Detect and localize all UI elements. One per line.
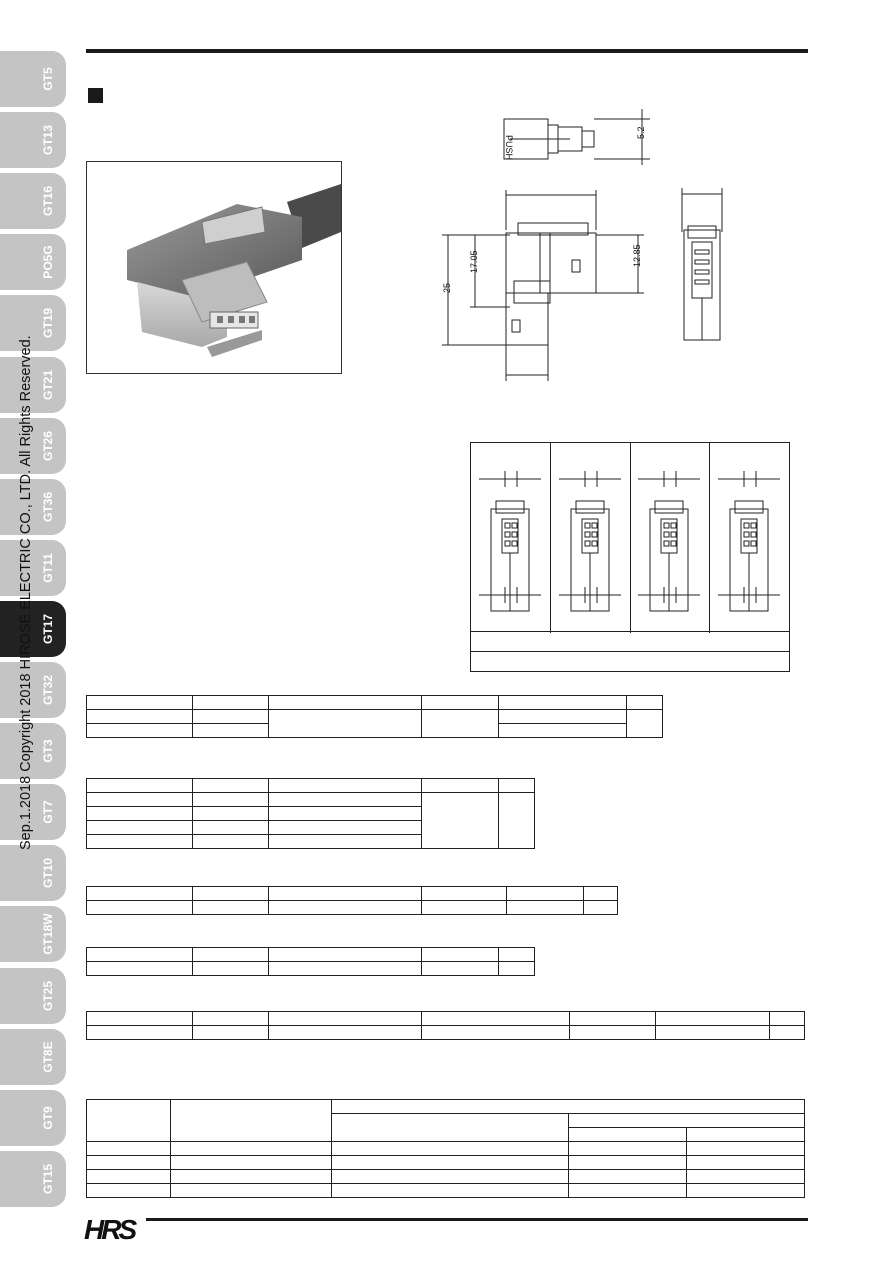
side-tab-gt8e[interactable]: GT8E: [0, 1028, 66, 1085]
side-tab-gt13[interactable]: GT13: [0, 112, 66, 169]
variant-figure-1: [471, 443, 551, 633]
section-marker: [88, 88, 103, 103]
spec-table-5: [86, 1011, 805, 1040]
side-tab-label: GT18W: [41, 913, 55, 956]
dim-overall: 25: [442, 283, 452, 293]
front-view-drawing: [681, 188, 723, 341]
side-tab-gt21[interactable]: GT21: [0, 356, 66, 413]
variant-figure-3: [630, 443, 710, 633]
side-tab-gt15[interactable]: GT15: [0, 1150, 66, 1207]
copyright-notice: Sep.1.2018 Copyright 2018 HIROSE ELECTRI…: [18, 335, 34, 850]
side-view-drawing: 25 17.05 12.85: [442, 190, 644, 381]
side-tab-gt36[interactable]: GT36: [0, 478, 66, 535]
hrs-logo: HRS: [84, 1214, 137, 1245]
side-tab-gt11[interactable]: GT11: [0, 539, 66, 596]
side-tab-label: GT7: [41, 800, 55, 824]
side-tab-label: GT36: [41, 491, 55, 522]
side-tab-gt3[interactable]: GT3: [0, 723, 66, 780]
footer-rule: [146, 1218, 808, 1221]
side-tab-gt25[interactable]: GT25: [0, 967, 66, 1024]
variant-figure-2: [551, 443, 631, 633]
side-tab-label: GT11: [41, 553, 55, 583]
side-tab-gt19[interactable]: GT19: [0, 295, 66, 352]
variant-figure-box: [470, 442, 790, 672]
variant-figure-4: [710, 443, 789, 633]
spec-table-3: [86, 886, 618, 915]
top-view-drawing: PUSH 5.2: [503, 109, 650, 165]
side-tab-gt26[interactable]: GT26: [0, 417, 66, 474]
side-tab-gt17[interactable]: GT17: [0, 600, 66, 657]
dim-right: 12.85: [632, 244, 642, 267]
side-tab-gt32[interactable]: GT32: [0, 662, 66, 718]
side-tab-label: GT32: [41, 675, 55, 706]
side-tab-label: GT19: [41, 308, 55, 339]
side-tab-gt18w[interactable]: GT18W: [0, 906, 66, 963]
header-rule: [86, 49, 808, 53]
side-tab-label: GT10: [41, 858, 55, 889]
spec-table-4: [86, 947, 535, 976]
dim-top-height: 5.2: [636, 126, 646, 139]
spec-table-2: [86, 778, 535, 849]
side-tab-gt16[interactable]: GT16: [0, 173, 66, 230]
spec-table-6: [86, 1099, 805, 1198]
side-tab-gt5[interactable]: GT5: [0, 51, 66, 107]
push-label: PUSH: [504, 135, 514, 160]
side-tab-label: GT25: [41, 980, 55, 1011]
side-tab-label: GT3: [41, 739, 55, 763]
side-tab-label: GT13: [41, 125, 55, 156]
side-tab-label: GT26: [41, 430, 55, 461]
side-tab-label: GT15: [41, 1163, 55, 1194]
side-tab-po5g[interactable]: PO5G: [0, 234, 66, 291]
dim-inner: 17.05: [469, 250, 479, 273]
side-tab-label: GT21: [41, 369, 55, 400]
side-tab-label: GT17: [41, 613, 55, 644]
side-tab-label: GT9: [41, 1106, 55, 1130]
side-tab-gt10[interactable]: GT10: [0, 845, 66, 902]
side-tab-label: GT8E: [41, 1040, 55, 1073]
spec-table-1: [86, 695, 663, 738]
side-tab-label: GT16: [41, 186, 55, 217]
product-photo: [86, 161, 342, 374]
side-tab-gt7[interactable]: GT7: [0, 784, 66, 841]
side-tab-label: PO5G: [41, 245, 55, 279]
side-tab-gt9[interactable]: GT9: [0, 1089, 66, 1146]
side-tab-label: GT5: [41, 67, 55, 91]
